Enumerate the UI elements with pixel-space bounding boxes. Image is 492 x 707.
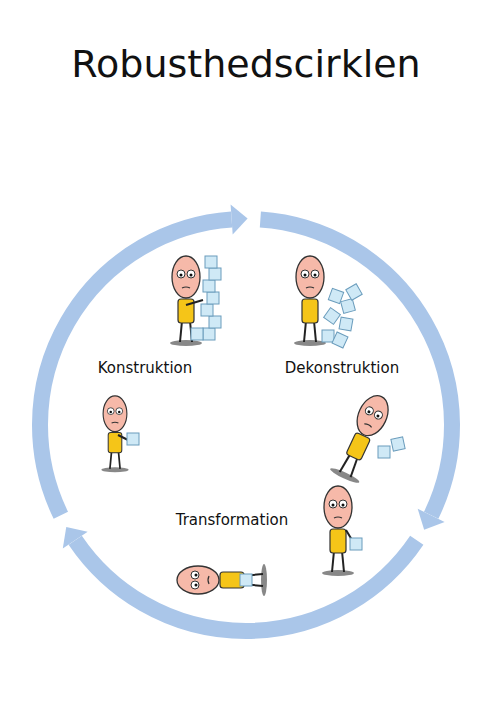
- small-builder-figure: [101, 396, 139, 473]
- cycle-sector: Dekonstruktion: [56, 235, 436, 615]
- diagram-title: Robusthedscirklen: [0, 42, 492, 86]
- cycle-sector: Konstruktion: [56, 235, 436, 615]
- sector-label: Dekonstruktion: [285, 359, 399, 377]
- sad-figure: [329, 390, 405, 485]
- cycle-arrow: [40, 205, 248, 516]
- sector-shape: [56, 235, 436, 615]
- cycle-sector: Transformation: [56, 235, 436, 615]
- resting-figure: [177, 564, 267, 596]
- sector-label: Transformation: [176, 511, 289, 529]
- standing-figure: [322, 486, 362, 576]
- cycle-arrow: [63, 527, 417, 631]
- cycle-arrow: [260, 220, 452, 530]
- sector-label: Konstruktion: [98, 359, 193, 377]
- sector-shape: [56, 235, 436, 615]
- sector-shape: [56, 235, 436, 615]
- builder-figure: [170, 256, 221, 346]
- collapse-figure: [294, 256, 362, 348]
